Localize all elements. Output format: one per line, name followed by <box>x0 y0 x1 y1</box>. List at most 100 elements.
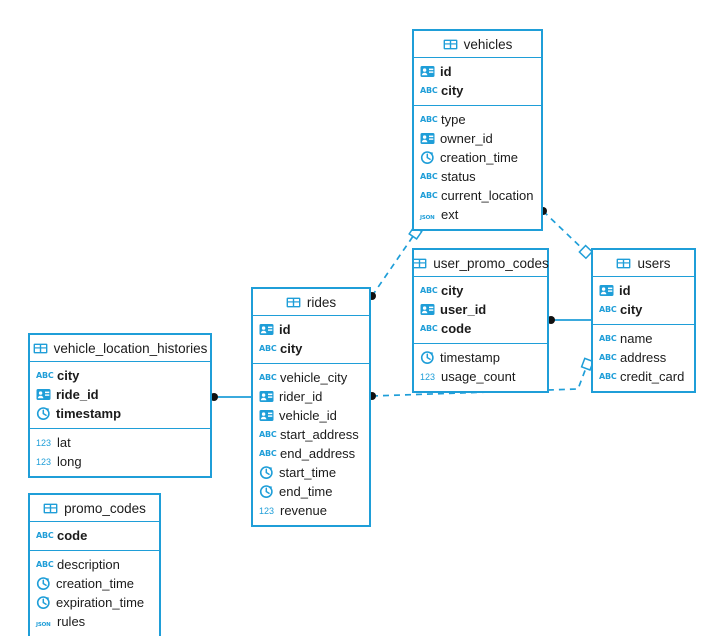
column-row-owner_id[interactable]: owner_id <box>414 129 541 148</box>
column-label: id <box>440 64 452 79</box>
key-row-user_id[interactable]: user_id <box>414 300 547 319</box>
key-row-id[interactable]: id <box>593 281 694 300</box>
number-icon: 123 <box>259 505 275 516</box>
column-label: user_id <box>440 302 487 317</box>
column-label: lat <box>57 435 71 450</box>
column-label: owner_id <box>440 131 493 146</box>
abc-icon: ABC <box>36 531 54 540</box>
column-row-expiration_time[interactable]: expiration_time <box>30 593 159 612</box>
table-icon <box>43 501 58 516</box>
column-label: creation_time <box>440 150 519 165</box>
abc-icon: ABC <box>599 334 617 343</box>
table-header-vehicles[interactable]: vehicles <box>414 31 541 58</box>
abc-icon: ABC <box>259 449 277 458</box>
column-label: city <box>620 302 643 317</box>
table-icon <box>616 256 631 271</box>
table-header-users[interactable]: users <box>593 250 694 277</box>
table-icon <box>443 37 458 52</box>
column-label: code <box>441 321 472 336</box>
table-header-user_promo_codes[interactable]: user_promo_codes <box>412 250 549 277</box>
column-label: city <box>441 283 464 298</box>
table-header-promo_codes[interactable]: promo_codes <box>30 495 159 522</box>
clock-icon <box>36 576 51 591</box>
abc-icon: ABC <box>420 115 438 124</box>
id-card-icon <box>420 302 435 317</box>
column-row-rules[interactable]: JSON rules <box>30 612 159 631</box>
table-name: users <box>637 255 671 271</box>
key-row-id[interactable]: id <box>253 320 369 339</box>
clock-icon <box>36 406 51 421</box>
table-name: vehicle_location_histories <box>53 340 208 356</box>
id-card-icon <box>259 408 274 423</box>
column-row-creation_time[interactable]: creation_time <box>30 574 159 593</box>
column-label: vehicle_city <box>280 370 348 385</box>
table-name: promo_codes <box>64 500 146 516</box>
column-label: city <box>441 83 464 98</box>
clock-icon <box>420 150 435 165</box>
abc-icon: ABC <box>36 560 54 569</box>
column-row-timestamp[interactable]: timestamp <box>414 348 547 367</box>
key-row-id[interactable]: id <box>414 62 541 81</box>
key-row-ride_id[interactable]: ride_id <box>30 385 210 404</box>
abc-icon: ABC <box>420 86 438 95</box>
column-label: usage_count <box>441 369 516 384</box>
clock-icon <box>36 595 51 610</box>
column-label: long <box>57 454 82 469</box>
key-row-timestamp[interactable]: timestamp <box>30 404 210 423</box>
relationship-user_promo_codes-to-users[interactable] <box>547 316 591 324</box>
table-header-rides[interactable]: rides <box>253 289 369 316</box>
column-label: end_address <box>280 446 356 461</box>
column-label: code <box>57 528 88 543</box>
column-label: start_address <box>280 427 359 442</box>
column-row-end_time[interactable]: end_time <box>253 482 369 501</box>
column-label: city <box>280 341 303 356</box>
table-name: user_promo_codes <box>433 255 549 271</box>
column-label: city <box>57 368 80 383</box>
column-row-vehicle_id[interactable]: vehicle_id <box>253 406 369 425</box>
column-row-rider_id[interactable]: rider_id <box>253 387 369 406</box>
clock-icon <box>420 350 435 365</box>
json-icon: JSON <box>36 621 51 628</box>
column-row-creation_time[interactable]: creation_time <box>414 148 541 167</box>
table-header-vehicle_location_histories[interactable]: vehicle_location_histories <box>30 335 210 362</box>
relationship-vehicle_location_histories-to-rides[interactable] <box>210 393 251 401</box>
abc-icon: ABC <box>259 344 277 353</box>
column-row-start_time[interactable]: start_time <box>253 463 369 482</box>
column-label: description <box>57 557 120 572</box>
column-label: rules <box>57 614 86 629</box>
column-label: current_location <box>441 188 534 203</box>
column-label: name <box>620 331 653 346</box>
